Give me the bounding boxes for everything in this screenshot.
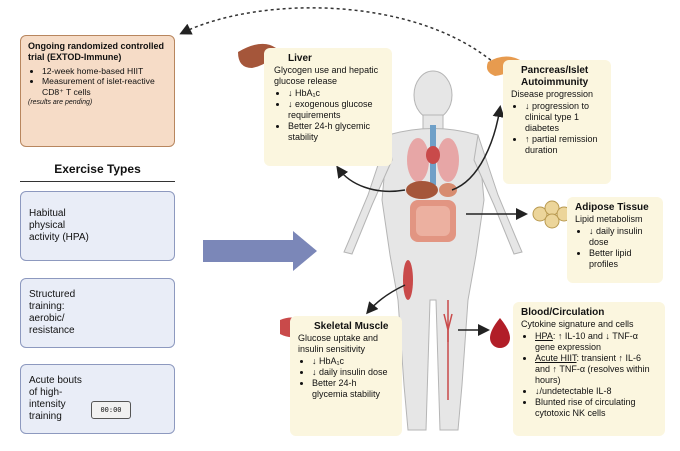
muscle-list: ↓ HbA₁c ↓ daily insulin dose Better 24-h… bbox=[298, 356, 394, 400]
hpa-text: : ↑ IL-10 and ↓ TNF-α gene expression bbox=[535, 331, 638, 353]
exercise-label-hpa: Habitual physical activity (HPA) bbox=[29, 208, 89, 243]
blood-bullet-hpa: HPA: ↑ IL-10 and ↓ TNF-α gene expression bbox=[535, 331, 657, 353]
adipose-intro: Lipid metabolism bbox=[575, 214, 643, 225]
muscle-bullet: ↓ HbA₁c bbox=[312, 356, 394, 367]
muscle-intro: Glucose uptake and insulin sensitivity bbox=[298, 333, 379, 355]
exercise-box-hpa: Habitual physical activity (HPA) bbox=[20, 191, 175, 261]
adipose-icon bbox=[532, 200, 572, 229]
blood-title: Blood/Circulation bbox=[521, 307, 605, 318]
liver-bullet: ↓ exogenous glucose requirements bbox=[288, 99, 384, 121]
trial-box: Ongoing randomized controlled trial (EXT… bbox=[20, 35, 175, 147]
liver-list: ↓ HbA₁c ↓ exogenous glucose requirements… bbox=[274, 88, 384, 143]
muscle-panel: Skeletal Muscle Glucose uptake and insul… bbox=[290, 316, 402, 436]
blood-bullet-hiit: Acute HIIT: transient ↑ IL-6 and ↑ TNF-α… bbox=[535, 353, 657, 386]
blood-intro: Cytokine signature and cells bbox=[521, 319, 634, 330]
muscle-bullet: Better 24-h glycemia stability bbox=[312, 378, 394, 400]
blood-panel: Blood/Circulation Cytokine signature and… bbox=[513, 302, 665, 436]
exercise-label-structured: Structured training: aerobic/ resistance bbox=[29, 289, 76, 336]
exercise-types-title: Exercise Types bbox=[54, 162, 141, 176]
arrow-to-pancreas bbox=[451, 105, 505, 191]
blood-vessel-icon bbox=[443, 313, 453, 342]
blood-drop-icon bbox=[490, 318, 510, 348]
blood-bullet: Blunted rise of circulating cytotoxic NK… bbox=[535, 397, 657, 419]
muscle-bullet: ↓ daily insulin dose bbox=[312, 367, 394, 378]
arrow-to-muscle bbox=[366, 284, 406, 315]
trial-bullet: 12-week home-based HIIT bbox=[42, 66, 167, 77]
pancreas-bullet: ↑ partial remission duration bbox=[525, 134, 603, 156]
blood-list: HPA: ↑ IL-10 and ↓ TNF-α gene expression… bbox=[521, 331, 657, 419]
trial-note: (results are pending) bbox=[28, 98, 93, 106]
pancreas-intro: Disease progression bbox=[511, 89, 594, 100]
pancreas-list: ↓ progression to clinical type 1 diabete… bbox=[511, 101, 603, 156]
pancreas-panel: Pancreas/Islet Autoimmunity Disease prog… bbox=[503, 60, 611, 184]
adipose-bullet: ↓ daily insulin dose bbox=[589, 226, 655, 248]
adipose-panel: Adipose Tissue Lipid metabolism ↓ daily … bbox=[567, 197, 663, 283]
liver-panel: Liver Glycogen use and hepatic glucose r… bbox=[264, 48, 392, 166]
hiit-label: Acute HIIT bbox=[535, 353, 577, 364]
exercise-box-structured: Structured training: aerobic/ resistance bbox=[20, 278, 175, 348]
dotted-arc-arrow bbox=[179, 7, 501, 69]
arrow-to-liver bbox=[336, 165, 406, 192]
exercise-to-body-arrow bbox=[203, 231, 317, 271]
organs bbox=[403, 125, 459, 400]
exercise-box-acute: Acute bouts of high-intensity training 0… bbox=[20, 364, 175, 434]
adipose-title: Adipose Tissue bbox=[575, 202, 649, 213]
timer-icon: 00:00 bbox=[91, 401, 131, 419]
liver-title: Liver bbox=[288, 53, 312, 64]
exercise-title-underline bbox=[20, 181, 175, 182]
liver-bullet: Better 24-h glycemic stability bbox=[288, 121, 384, 143]
trial-list: 12-week home-based HIIT Measurement of i… bbox=[28, 66, 167, 98]
trial-title: Ongoing randomized controlled trial (EXT… bbox=[28, 41, 164, 63]
adipose-list: ↓ daily insulin dose Better lipid profil… bbox=[575, 226, 655, 270]
adipose-bullet: Better lipid profiles bbox=[589, 248, 655, 270]
hiit-text: : transient ↑ IL-6 and ↑ TNF-α (resolves… bbox=[535, 353, 650, 386]
pancreas-title: Pancreas/Islet Autoimmunity bbox=[521, 65, 589, 89]
exercise-label-acute: Acute bouts of high-intensity training bbox=[29, 375, 82, 422]
muscle-title: Skeletal Muscle bbox=[314, 321, 389, 332]
blood-bullet: ↓/undetectable IL-8 bbox=[535, 386, 657, 397]
hpa-label: HPA bbox=[535, 331, 553, 342]
liver-bullet: ↓ HbA₁c bbox=[288, 88, 384, 99]
trial-bullet: Measurement of islet-reactive CD8⁺ T cel… bbox=[42, 76, 167, 97]
pancreas-bullet: ↓ progression to clinical type 1 diabete… bbox=[525, 101, 603, 134]
liver-intro: Glycogen use and hepatic glucose release bbox=[274, 65, 379, 87]
